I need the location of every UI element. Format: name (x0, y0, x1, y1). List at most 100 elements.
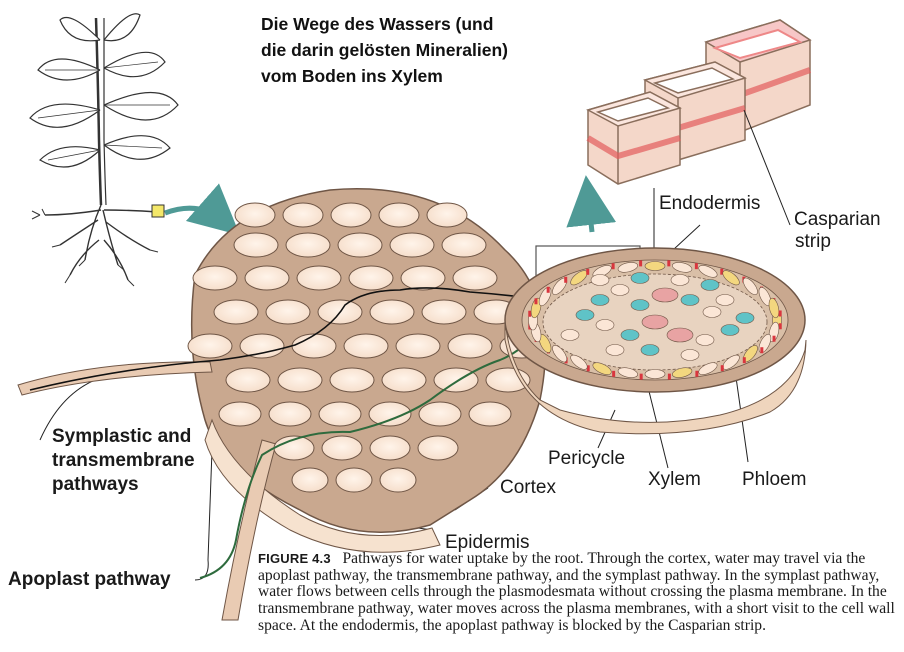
cortex-cell (421, 299, 467, 325)
label-symplastic-line3: pathways (52, 474, 139, 495)
vascular-cell (590, 274, 610, 286)
casparian-strip-mark (778, 310, 782, 317)
xylem-cell (720, 324, 740, 336)
apoplast-pathway-line (199, 319, 549, 579)
label-symplastic-line2: transmembrane (52, 450, 195, 471)
endodermis-cell (592, 362, 612, 375)
xylem-cell (640, 344, 660, 356)
casparian-strip-mark (694, 263, 698, 270)
casparian-strip-mark (546, 286, 550, 293)
cortex-cells (187, 202, 545, 493)
endodermis-cell (722, 270, 740, 286)
casparian-strip-mark (639, 373, 643, 380)
casparian-strip-mark (778, 323, 782, 330)
symplast-pathway-arrow (29, 287, 549, 391)
endodermis-cell (530, 297, 542, 319)
cortex-cell (321, 435, 363, 461)
endodermis-cell (768, 297, 780, 319)
vascular-cell (680, 349, 700, 361)
endodermis-cell (768, 321, 780, 343)
xylem-cell (590, 294, 610, 306)
casparian-strip-mark (528, 310, 532, 317)
cortex-cell (400, 265, 446, 291)
casparian-strip-mark (695, 370, 699, 377)
xylem-cell (575, 309, 595, 321)
cortex-cell (329, 367, 375, 393)
endodermis-cell (617, 367, 638, 378)
cortex-cell (330, 202, 372, 228)
vascular-cell (666, 327, 694, 343)
casparian-strip-mark (564, 276, 568, 283)
vascular-cell (702, 306, 722, 318)
label-phloem: Phloem (742, 469, 807, 490)
cortex-cell (417, 435, 459, 461)
cortex-cell (343, 333, 389, 359)
endodermis-cell (644, 261, 666, 271)
cortex-cell (335, 467, 373, 493)
cortex-cell (337, 232, 383, 258)
casparian-strip-mark (534, 298, 538, 305)
xylem-cell (620, 329, 640, 341)
cortex-cell (265, 299, 311, 325)
label-epidermis: Epidermis (445, 532, 530, 553)
endodermis-cell (552, 345, 568, 363)
vascular-cell (595, 319, 615, 331)
vascular-cell (610, 284, 630, 296)
xylem-cell (700, 279, 720, 291)
cortex-cell (447, 333, 493, 359)
cortex-cell (218, 401, 262, 427)
cortex-cell (433, 367, 479, 393)
cortex-cell (369, 299, 415, 325)
endodermis-cell (698, 265, 718, 278)
cortex-cell (418, 401, 462, 427)
endodermis-cells-detail (586, 19, 812, 185)
cortex-cell (441, 232, 487, 258)
cortex-cell (291, 467, 329, 493)
cortex-cell (318, 401, 362, 427)
detail-arrow (566, 175, 617, 233)
casparian-strip-mark (720, 365, 724, 372)
cortex-cell (244, 265, 290, 291)
stele-disk (504, 247, 807, 435)
label-apoplast-pathway: Apoplast pathway (8, 569, 171, 590)
cortex-cell (192, 265, 238, 291)
endodermis-cell (617, 262, 638, 273)
casparian-strip-mark (611, 263, 615, 270)
xylem-cell (630, 299, 650, 311)
root-highlight-box (151, 204, 165, 218)
cortex-cell (296, 265, 342, 291)
cortex-cell (452, 265, 498, 291)
cortex-cell (389, 232, 435, 258)
endodermis-cell (672, 262, 693, 273)
cortex-cell (268, 401, 312, 427)
vascular-cell (715, 294, 735, 306)
vascular-cell (560, 329, 580, 341)
plant-sketch (29, 13, 179, 287)
casparian-strip-mark (586, 268, 590, 275)
cortex-cell (234, 202, 276, 228)
casparian-strip-mark (760, 347, 764, 354)
label-xylem: Xylem (648, 469, 701, 490)
cortex-cell (426, 202, 468, 228)
casparian-strip-mark (586, 365, 590, 372)
cortex-cell (291, 333, 337, 359)
endodermis-cell (672, 367, 693, 378)
cortex-cell (369, 435, 411, 461)
cortex-cell (213, 299, 259, 325)
endodermis-cell (644, 369, 666, 379)
caption-text: Pathways for water uptake by the root. T… (258, 550, 895, 634)
page-title: Die Wege des Wassers (und die darin gelö… (261, 11, 591, 89)
figure-label: FIGURE 4.3 (258, 551, 331, 566)
label-pericycle: Pericycle (548, 448, 626, 469)
vascular-cell (695, 334, 715, 346)
casparian-strip-mark (612, 370, 616, 377)
endodermis-cell (742, 277, 758, 295)
stele-cells (528, 260, 782, 380)
endodermis-cell (698, 362, 718, 375)
title-line: vom Boden ins Xylem (261, 66, 443, 86)
casparian-strip-mark (667, 260, 671, 267)
zoom-arrow (164, 183, 241, 236)
title-line: die darin gelösten Mineralien) (261, 40, 508, 60)
cortex-block (17, 188, 546, 621)
endodermis-cell (570, 354, 588, 370)
